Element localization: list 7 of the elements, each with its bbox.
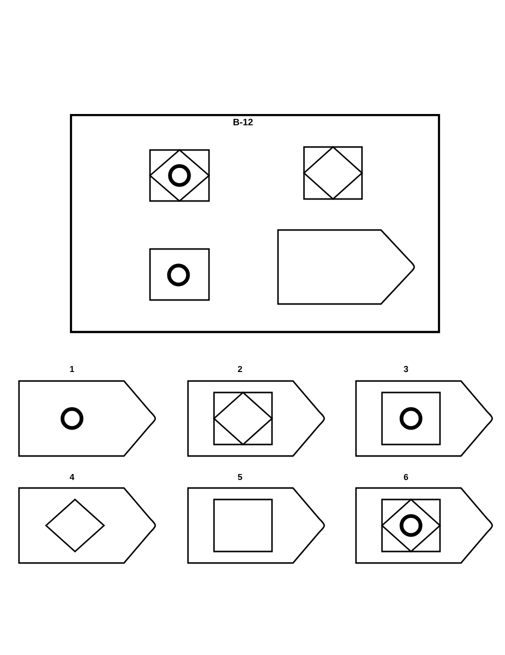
option-number: 3 [404, 366, 408, 372]
option-number: 5 [238, 474, 242, 480]
puzzle-title: B-12 [234, 118, 253, 126]
option-number: 1 [70, 366, 74, 372]
option-number: 6 [404, 474, 408, 480]
option-number: 2 [238, 366, 242, 372]
option-number: 4 [70, 474, 74, 480]
